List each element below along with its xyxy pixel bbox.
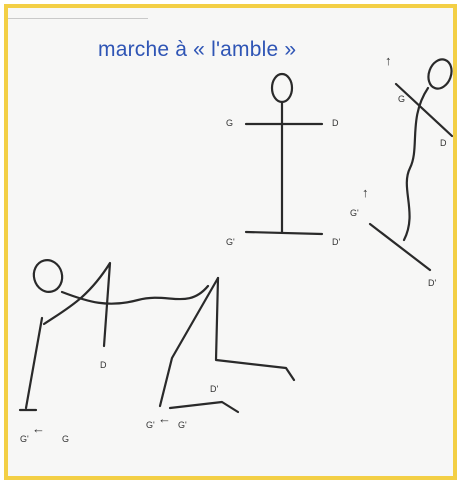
arched-figure-head — [427, 58, 453, 90]
diagram-frame: marche à « l'amble » G D — [4, 4, 457, 480]
label-crawl-g-back2: G' — [178, 420, 187, 430]
up-arrow-top: ↑ — [385, 53, 392, 68]
left-arrow-back: ← — [158, 411, 171, 426]
arched-figure-spine — [402, 86, 430, 242]
top-divider — [8, 18, 148, 19]
label-crawl-d-front: D — [100, 360, 107, 370]
label-upright-d-bottom: D' — [332, 237, 341, 247]
up-arrow-bottom: ↑ — [362, 185, 369, 200]
arched-figure-hips — [368, 222, 432, 272]
diagram-title: marche à « l'amble » — [98, 38, 297, 61]
label-upright-g-bottom: G' — [226, 237, 235, 247]
crawl-figure-rear-foot — [168, 400, 240, 414]
label-crawl-g-front: G' — [20, 434, 29, 444]
upright-figure-legs — [244, 230, 324, 236]
crawl-figure-front-arm — [24, 316, 44, 410]
label-arched-d-bottom: D' — [428, 278, 437, 288]
left-arrow-front: ← — [32, 421, 45, 436]
label-crawl-g-back: G' — [146, 420, 155, 430]
label-arched-g-top: G — [398, 94, 406, 104]
label-upright-d-top: D — [332, 118, 339, 128]
label-crawl-d-back: D' — [210, 384, 219, 394]
crawl-figure-head — [32, 259, 64, 293]
upright-figure-head — [270, 72, 294, 104]
stick-figure-drawing — [18, 58, 453, 414]
crawl-figure-rear-leg — [158, 276, 220, 408]
crawl-figure-thigh — [214, 276, 296, 382]
crawl-figure-body — [42, 261, 112, 348]
crawl-figure-back — [60, 284, 210, 305]
label-upright-g-top: G — [226, 118, 234, 128]
arched-figure-shoulders — [394, 82, 453, 138]
label-arched-d-top: D — [440, 138, 447, 148]
label-arched-g-bottom: G' — [350, 208, 359, 218]
label-crawl-g-front2: G — [62, 434, 70, 444]
